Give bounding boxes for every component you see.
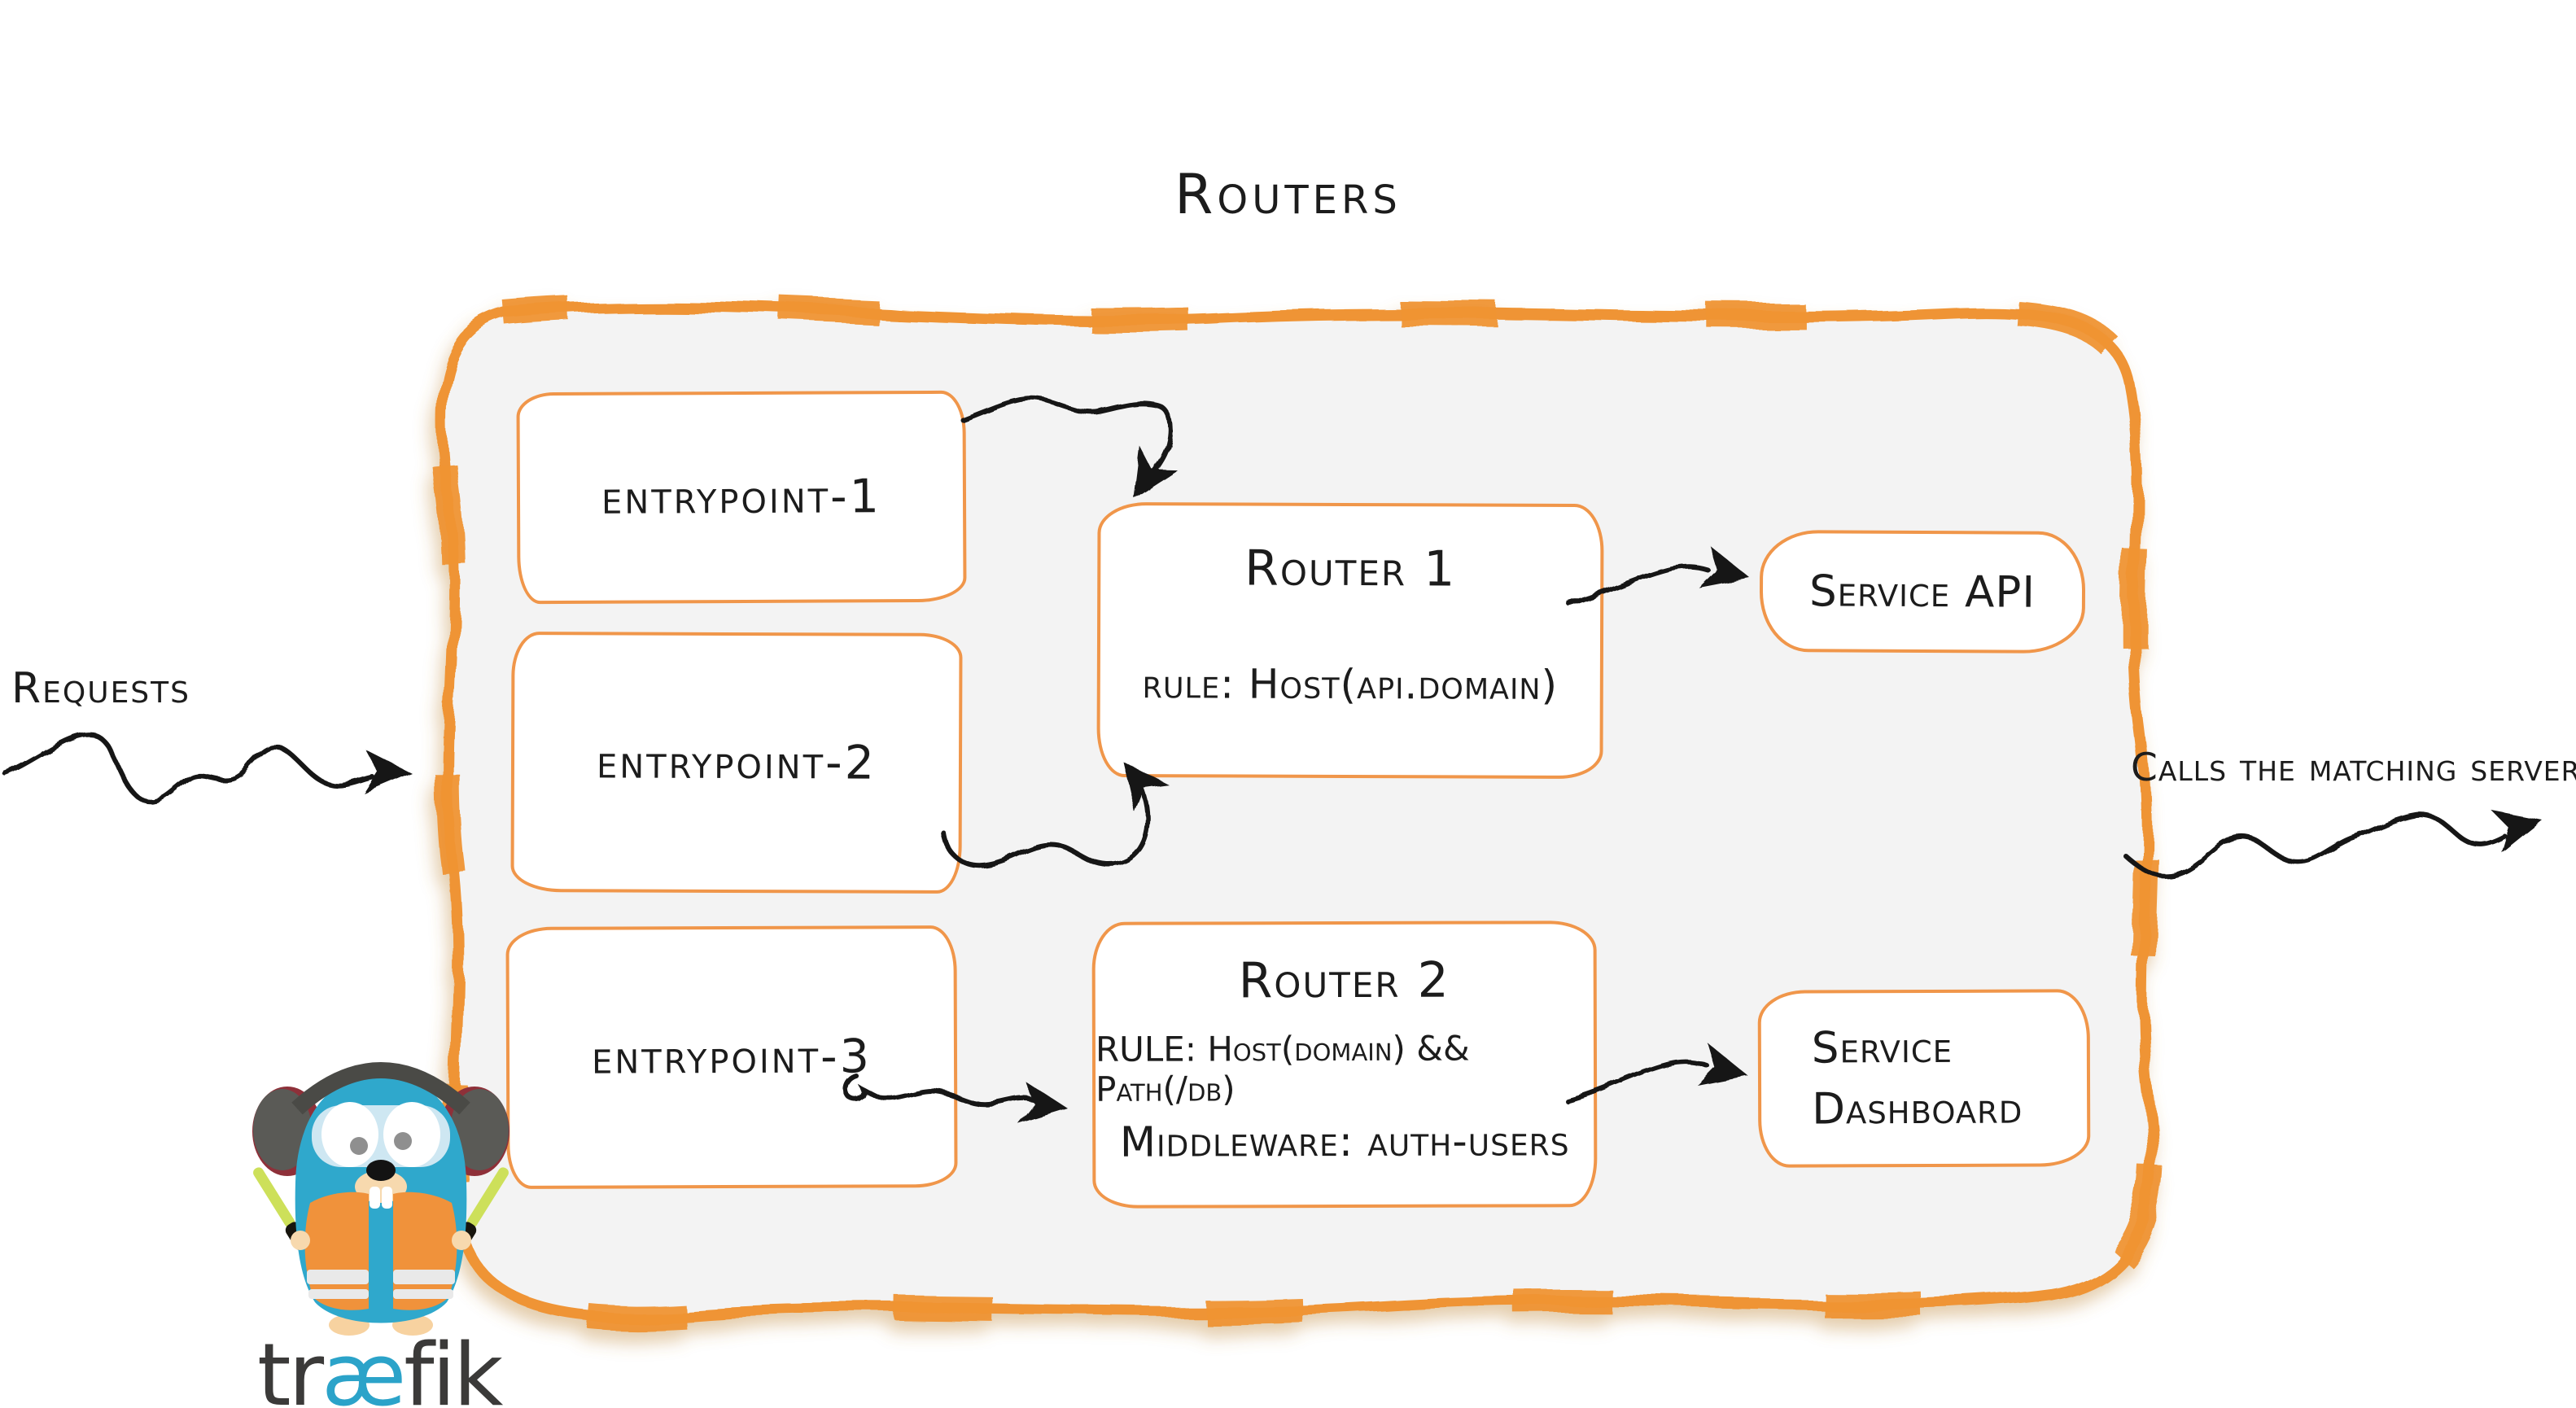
service-dashboard-label-line1: Service	[1811, 1022, 1953, 1073]
entrypoint-3-label: entrypoint-3	[591, 1030, 873, 1085]
gopher-tooth	[370, 1187, 380, 1209]
service-dashboard-box: Service Dashboard	[1757, 989, 2091, 1168]
entrypoint1-arrowhead	[1115, 446, 1178, 510]
gopher-nose	[366, 1160, 396, 1181]
entrypoint1-to-router1-arrow	[960, 396, 1178, 510]
gopher-hand	[452, 1231, 471, 1250]
wordmark-fik: fik	[404, 1325, 503, 1408]
traefik-gopher-logo	[252, 1062, 510, 1336]
requests-arrowhead	[364, 749, 413, 795]
right-earmuff-pad	[450, 1089, 509, 1170]
gopher-body	[295, 1074, 467, 1323]
gopher-muzzle	[355, 1170, 407, 1203]
gopher-right-eye	[383, 1102, 440, 1167]
router-2-middleware: Middleware: auth-users	[1119, 1117, 1570, 1167]
entrypoint-3-box: entrypoint-3	[505, 925, 958, 1189]
service-api-box: Service API	[1759, 529, 2086, 654]
gopher-tooth	[382, 1187, 392, 1209]
left-earmuff-icon	[252, 1087, 322, 1176]
router-1-rule: rule: Host(api.domain)	[1142, 660, 1559, 709]
entrypoint-1-box: entrypoint-1	[516, 390, 967, 605]
router-2-title: Router 2	[1238, 951, 1450, 1010]
entrypoint3-arrowhead	[1017, 1080, 1071, 1130]
entrypoint-2-box: entrypoint-2	[510, 632, 963, 894]
wordmark-tr: tr	[257, 1325, 324, 1408]
gopher-hand	[291, 1231, 310, 1250]
left-light-stick-icon	[253, 1167, 310, 1251]
gopher-left-eye	[321, 1102, 378, 1167]
calls-arrow	[2123, 798, 2548, 878]
router-1-box: Router 1 rule: Host(api.domain)	[1096, 501, 1604, 780]
entrypoint-2-label: entrypoint-2	[596, 735, 877, 790]
safety-vest-icon	[304, 1192, 457, 1310]
router-2-box: Router 2 RULE: Host(domain) && Path(/db)…	[1091, 920, 1598, 1209]
right-light-stick-icon	[452, 1167, 509, 1251]
router-1-title: Router 1	[1244, 540, 1457, 598]
right-pupil	[394, 1132, 412, 1150]
service-dashboard-label-line2: Dashboard	[1812, 1083, 2023, 1135]
right-earmuff-icon	[440, 1087, 510, 1176]
traefik-wordmark: træfik	[257, 1325, 503, 1408]
goggles-icon	[312, 1105, 450, 1167]
router2-arrowhead	[1697, 1043, 1754, 1098]
router-2-rule: RULE: Host(domain) && Path(/db)	[1095, 1028, 1470, 1109]
headphones-band-icon	[291, 1062, 470, 1115]
requests-arrow	[2, 732, 413, 805]
calls-arrowhead	[2491, 798, 2548, 854]
requests-label: Requests	[11, 664, 191, 713]
diagram-title: Routers	[1174, 163, 1402, 227]
left-earmuff-pad	[253, 1089, 312, 1170]
entrypoint-1-label: entrypoint-1	[601, 470, 882, 525]
router1-arrowhead	[1699, 544, 1756, 600]
calls-matching-server-label: Calls the matching server	[2131, 746, 2576, 790]
service-api-label: Service API	[1808, 566, 2036, 618]
wordmark-ae: æ	[321, 1325, 406, 1408]
left-pupil	[350, 1137, 368, 1155]
